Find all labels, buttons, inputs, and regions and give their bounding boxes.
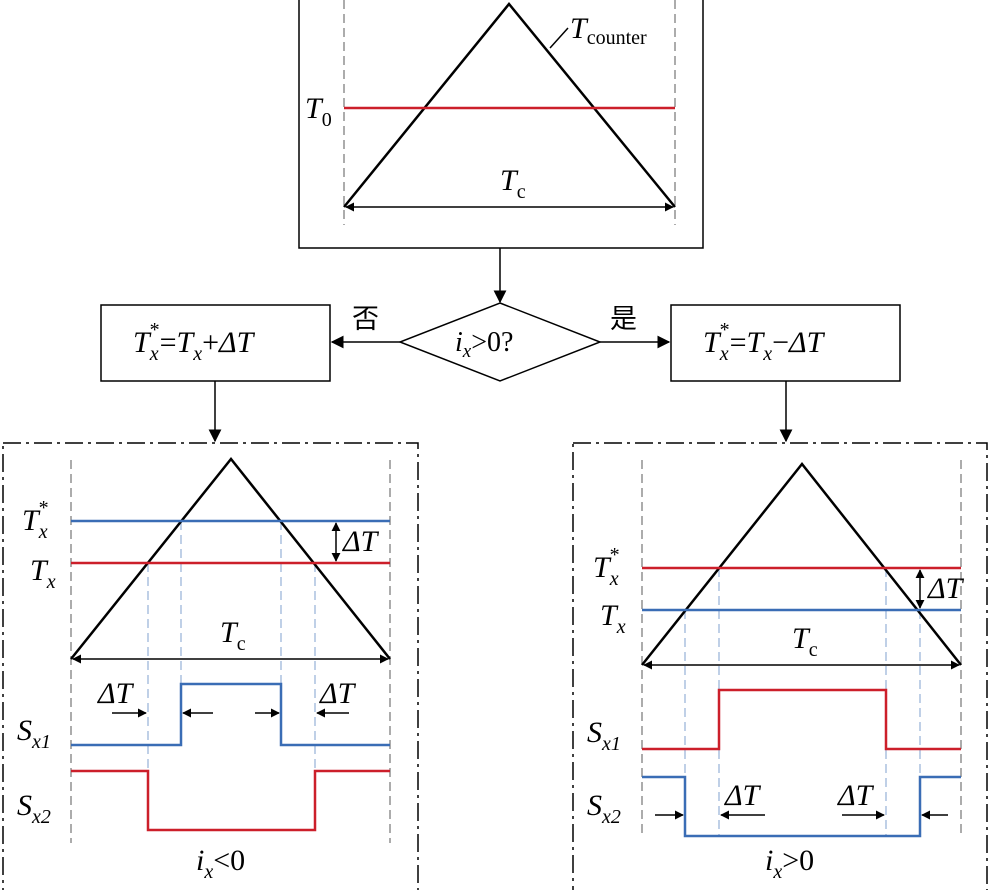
top-counter-label: Tcounter (570, 12, 647, 49)
right-period-label: Tc (792, 622, 818, 661)
decision-flow: ix>0? 否 是 Tx*=Tx+ΔT Tx*=Tx−ΔT (100, 248, 901, 443)
right-sx2-waveform (642, 775, 961, 838)
right-sx1-label: Sx1 (587, 716, 621, 755)
right-sx1-waveform (642, 688, 961, 751)
left-sx1-waveform (71, 682, 390, 747)
decision-diamond (397, 302, 603, 382)
no-branch-label: 否 (352, 304, 379, 335)
right-formula-box (670, 304, 901, 382)
right-carrier-triangle (641, 461, 962, 666)
right-tx-label: Tx (600, 599, 626, 638)
left-sx2-label: Sx2 (17, 789, 51, 828)
left-carrier-triangle (70, 456, 391, 660)
right-sx2-label: Sx2 (587, 789, 621, 828)
left-tx-label: Tx (30, 554, 56, 593)
left-delta-left-label: ΔT (97, 677, 135, 710)
right-delta-left-label: ΔT (724, 779, 762, 812)
right-delta-label: ΔT (927, 572, 965, 605)
top-counter-panel: Tcounter T0 Tc (298, 0, 704, 249)
left-period-label: Tc (220, 616, 246, 655)
right-txstar-label: Tx* (593, 544, 620, 590)
right-panel-frame (572, 442, 988, 890)
top-period-label: Tc (500, 164, 526, 203)
left-delta-label: ΔT (342, 525, 380, 558)
right-condition-label: ix>0 (765, 844, 814, 883)
decision-condition: ix>0? (455, 327, 513, 362)
left-waveform-panel: Tx* Tx ΔT Tc ΔT ΔT Sx1 Sx2 ix<0 (2, 442, 419, 890)
left-formula-box (100, 304, 331, 382)
left-formula: Tx*=Tx+ΔT (133, 319, 256, 365)
right-formula: Tx*=Tx−ΔT (703, 319, 826, 365)
left-condition-label: ix<0 (196, 844, 245, 883)
left-txstar-label: Tx* (22, 497, 49, 543)
yes-branch-label: 是 (610, 304, 637, 335)
right-delta-right-label: ΔT (837, 779, 875, 812)
top-counter-triangle (343, 2, 676, 208)
top-t0-label: T0 (305, 92, 332, 131)
top-panel-frame (298, 0, 704, 249)
left-sx1-label: Sx1 (17, 714, 51, 753)
right-waveform-panel: Tx* Tx ΔT Tc ΔT ΔT Sx1 Sx2 ix>0 (572, 442, 988, 890)
top-counter-leader-line (549, 27, 569, 49)
left-sx2-waveform (71, 769, 390, 832)
left-panel-frame (2, 442, 419, 890)
left-delta-right-label: ΔT (319, 677, 357, 710)
